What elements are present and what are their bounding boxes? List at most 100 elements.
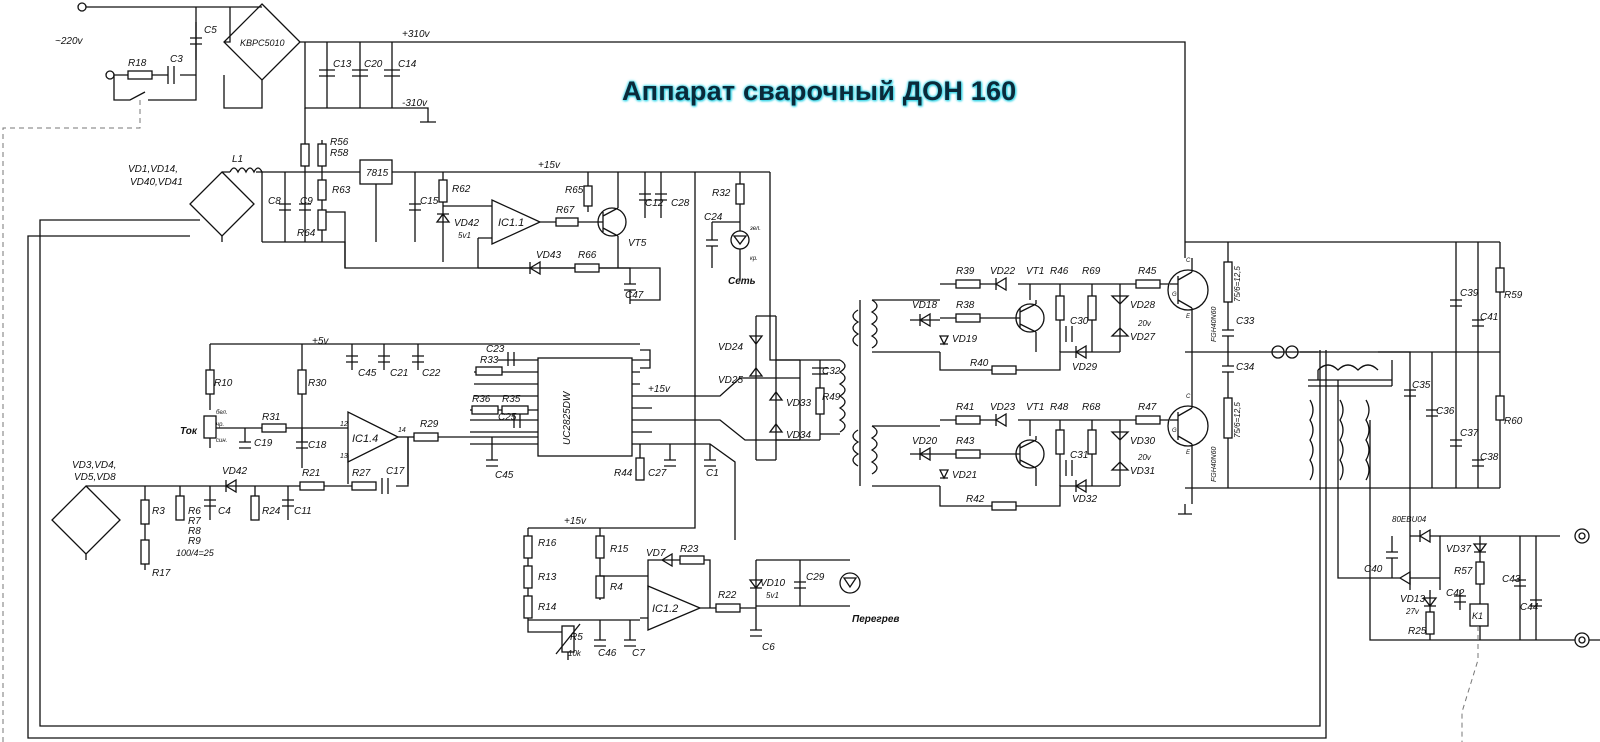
svg-text:R63: R63 — [332, 185, 351, 196]
svg-text:R69: R69 — [1082, 266, 1101, 277]
svg-text:C20: C20 — [364, 59, 383, 70]
svg-text:R3: R3 — [152, 506, 165, 517]
driver-diodes: VD24 VD25 VD33 VD34 R49 C32 — [718, 315, 846, 461]
svg-text:VD23: VD23 — [990, 402, 1015, 413]
svg-text:VD10: VD10 — [760, 578, 785, 589]
svg-text:VT1: VT1 — [1026, 266, 1044, 277]
svg-text:C32: C32 — [822, 366, 841, 377]
svg-text:C42: C42 — [1446, 588, 1465, 599]
svg-text:C39: C39 — [1460, 288, 1479, 299]
svg-text:C3: C3 — [170, 54, 183, 65]
power-stage: C G E C G E FGH40N60 FGH40N60 75/6=12,5 … — [1167, 241, 1523, 590]
svg-text:R68: R68 — [1082, 402, 1101, 413]
svg-text:VT1: VT1 — [1026, 402, 1044, 413]
vd13-val: 27v — [1405, 607, 1420, 616]
svg-text:C12: C12 — [645, 198, 664, 209]
svg-text:C36: C36 — [1436, 406, 1455, 417]
svg-text:R14: R14 — [538, 602, 557, 613]
svg-text:C15: C15 — [420, 196, 439, 207]
svg-text:C28: C28 — [671, 198, 690, 209]
ic11-label: IC1.1 — [498, 217, 524, 229]
svg-text:12: 12 — [340, 421, 348, 428]
svg-text:C27: C27 — [648, 468, 667, 479]
svg-text:C13: C13 — [333, 59, 352, 70]
svg-text:C23: C23 — [486, 344, 505, 355]
svg-text:R15: R15 — [610, 544, 629, 555]
gate-drive: R39 VD22 VT1 R38 VD18 VD19 R46 R69 C30 V… — [852, 266, 1170, 511]
svg-text:C43: C43 — [1502, 574, 1521, 585]
p15c-label: +15v — [564, 516, 587, 527]
svg-text:13: 13 — [340, 453, 348, 460]
svg-text:R22: R22 — [718, 590, 737, 601]
svg-text:VD42: VD42 — [222, 466, 247, 477]
svg-text:G: G — [1172, 292, 1177, 298]
svg-text:R65: R65 — [565, 185, 584, 196]
svg-text:VD3,VD4,: VD3,VD4, — [72, 460, 116, 471]
svg-text:R44: R44 — [614, 468, 633, 479]
svg-text:C21: C21 — [390, 368, 408, 379]
svg-text:C40: C40 — [1364, 564, 1383, 575]
svg-text:R57: R57 — [1454, 566, 1473, 577]
svg-text:L1: L1 — [232, 154, 243, 165]
svg-text:R10: R10 — [214, 378, 233, 389]
svg-text:R31: R31 — [262, 412, 280, 423]
bridge-label: KBPC5010 — [240, 38, 285, 48]
thermal-block: +15v R16 R13 R14 R5 10k R15 R4 C46 C7 IC… — [523, 516, 899, 660]
hv-rail: +310v -310v C13 C20 C14 — [304, 29, 1186, 258]
svg-text:R56: R56 — [330, 137, 349, 148]
mains-input: ~220v R18 C3 C5 — [2, 2, 230, 742]
svg-text:C34: C34 — [1236, 362, 1255, 373]
svg-text:VD29: VD29 — [1072, 362, 1097, 373]
svg-text:VD30: VD30 — [1130, 436, 1155, 447]
svg-text:R46: R46 — [1050, 266, 1069, 277]
pot-s: син. — [216, 438, 227, 444]
svg-text:C11: C11 — [294, 506, 312, 517]
svg-text:C6: C6 — [762, 642, 775, 653]
svg-text:C22: C22 — [422, 368, 441, 379]
svg-text:R4: R4 — [610, 582, 623, 593]
ic12-label: IC1.2 — [652, 603, 678, 615]
bridge-kbpc5010: KBPC5010 — [223, 3, 305, 109]
svg-text:VD28: VD28 — [1130, 300, 1155, 311]
svg-text:R45: R45 — [1138, 266, 1157, 277]
svg-text:VD18: VD18 — [912, 300, 937, 311]
svg-text:C41: C41 — [1480, 312, 1498, 323]
svg-text:14: 14 — [398, 427, 406, 434]
vd28-val: 20v — [1137, 319, 1152, 328]
svg-text:R16: R16 — [538, 538, 557, 549]
svg-text:C5: C5 — [204, 25, 217, 36]
svg-text:VD22: VD22 — [990, 266, 1015, 277]
svg-text:VD20: VD20 — [912, 436, 937, 447]
diode-out-label: 80EBU04 — [1392, 515, 1427, 524]
svg-text:VD5,VD8: VD5,VD8 — [74, 472, 116, 483]
svg-text:R29: R29 — [420, 419, 439, 430]
vd30-val: 20v — [1137, 453, 1152, 462]
svg-text:VD43: VD43 — [536, 250, 561, 261]
ac-in-label: ~220v — [55, 36, 84, 47]
svg-text:C33: C33 — [1236, 316, 1255, 327]
svg-text:C25: C25 — [498, 412, 517, 423]
svg-text:R21: R21 — [302, 468, 320, 479]
r-emit2: 75/6=12,5 — [1233, 402, 1242, 438]
svg-text:VD24: VD24 — [718, 342, 743, 353]
svg-text:VD34: VD34 — [786, 430, 811, 441]
svg-text:E: E — [1186, 314, 1191, 320]
svg-text:C47: C47 — [625, 290, 644, 301]
svg-text:R38: R38 — [956, 300, 975, 311]
k1-label: K1 — [1472, 611, 1483, 621]
svg-text:R42: R42 — [966, 494, 985, 505]
current-label: Ток — [180, 426, 198, 437]
svg-text:R18: R18 — [128, 58, 147, 69]
vd10-val: 5v1 — [766, 591, 779, 600]
svg-text:VD33: VD33 — [786, 398, 811, 409]
svg-text:VD31: VD31 — [1130, 466, 1155, 477]
svg-text:R30: R30 — [308, 378, 327, 389]
pot-r: чр. — [216, 422, 224, 428]
svg-text:R8: R8 — [188, 526, 201, 537]
pwm-label: UC2825DW — [562, 390, 573, 445]
vd42-val: 5v1 — [458, 231, 471, 240]
output-stage: 80EBU04 C40 VD37 R57 C43 C44 C42 K1 VD13… — [1337, 380, 1600, 742]
svg-text:R24: R24 — [262, 506, 281, 517]
svg-text:VD1,VD14,: VD1,VD14, — [128, 164, 178, 175]
